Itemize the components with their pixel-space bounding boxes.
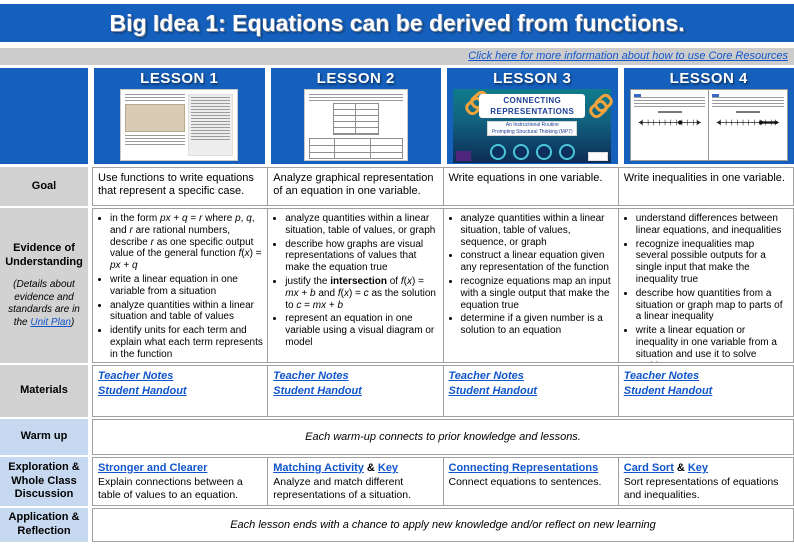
exploration-desc: Connect equations to sentences. xyxy=(449,476,613,489)
page-title: Big Idea 1: Equations can be derived fro… xyxy=(109,10,684,37)
evidence-bullet: write a linear equation in one variable … xyxy=(110,274,263,298)
lesson-3-column: LESSON 3 CONNECTING REPRESENTATIONS An I… xyxy=(447,68,618,164)
row-header-evidence: Evidence of Understanding (Details about… xyxy=(0,208,88,363)
lesson-1-header: LESSON 1 xyxy=(94,70,265,87)
exploration-lesson-4: Card Sort&Key Sort representations of eq… xyxy=(618,458,793,505)
teacher-notes-link-lesson-2[interactable]: Teacher Notes xyxy=(273,370,437,383)
publisher-logo xyxy=(456,151,471,161)
row-header-exploration: Exploration & Whole Class Discussion xyxy=(0,457,88,506)
stronger-and-clearer-link[interactable]: Stronger and Clearer xyxy=(98,462,207,474)
slide-title: CONNECTING REPRESENTATIONS xyxy=(479,94,585,118)
row-header-warmup: Warm up xyxy=(0,419,88,455)
evidence-bullet: analyze quantities within a linear situa… xyxy=(285,213,438,237)
teacher-notes-link-lesson-3[interactable]: Teacher Notes xyxy=(449,370,613,383)
evidence-lesson-4: understand differences between linear eq… xyxy=(618,209,793,362)
exploration-row: Exploration & Whole Class Discussion Str… xyxy=(0,457,794,506)
evidence-lesson-3: analyze quantities within a linear situa… xyxy=(443,209,618,362)
doc-preview xyxy=(125,94,184,156)
evidence-note: (Details about evidence and standards ar… xyxy=(2,279,86,329)
goal-lesson-1: Use functions to write equations that re… xyxy=(93,168,267,205)
matching-activity-link[interactable]: Matching Activity xyxy=(273,462,364,474)
core-resources-info-link[interactable]: Click here for more information about ho… xyxy=(468,50,788,62)
exploration-lesson-2: Matching Activity&Key Analyze and match … xyxy=(267,458,442,505)
evidence-bullet: describe how graphs are visual represent… xyxy=(285,239,438,274)
corner-block xyxy=(0,68,88,164)
row-header-goal: Goal xyxy=(0,167,88,206)
problem-panel-a xyxy=(631,90,710,160)
lesson-2-column: LESSON 2 xyxy=(271,68,442,164)
connecting-representations-link[interactable]: Connecting Representations xyxy=(449,462,599,474)
materials-lesson-2: Teacher Notes Student Handout xyxy=(267,366,442,416)
materials-lesson-3: Teacher Notes Student Handout xyxy=(443,366,618,416)
lesson-4-column: LESSON 4 xyxy=(624,68,794,164)
evidence-bullet: analyze quantities within a linear situa… xyxy=(110,300,263,324)
warmup-row: Warm up Each warm-up connects to prior k… xyxy=(0,419,794,455)
lesson-3-header: LESSON 3 xyxy=(447,70,618,87)
evidence-row: Evidence of Understanding (Details about… xyxy=(0,208,794,363)
evidence-bullet: in the form px + q = r where p, q, and r… xyxy=(110,213,263,272)
evidence-bullet: identify units for each term and explain… xyxy=(110,325,263,360)
problem-panel-b xyxy=(709,90,787,160)
goal-lesson-4: Write inequalities in one variable. xyxy=(618,168,793,205)
worksheet-image xyxy=(125,104,184,132)
goal-lesson-2: Analyze graphical representation of an e… xyxy=(267,168,442,205)
student-handout-link-lesson-4[interactable]: Student Handout xyxy=(624,385,788,398)
number-line-graphic xyxy=(634,115,706,130)
evidence-bullet: analyze quantities within a linear situa… xyxy=(461,213,614,248)
exploration-lesson-1: Stronger and Clearer Explain connections… xyxy=(93,458,267,505)
footer-logo xyxy=(588,152,608,161)
materials-row: Materials Teacher Notes Student Handout … xyxy=(0,365,794,417)
evidence-lesson-2: analyze quantities within a linear situa… xyxy=(267,209,442,362)
evidence-bullet: recognize equations map an input with a … xyxy=(461,276,614,311)
evidence-bullet: determine if a given number is a solutio… xyxy=(461,313,614,337)
exploration-lesson-3: Connecting Representations Connect equat… xyxy=(443,458,618,505)
row-header-materials: Materials xyxy=(0,365,88,417)
info-bar: Click here for more information about ho… xyxy=(0,48,794,65)
evidence-lesson-1: in the form px + q = r where p, q, and r… xyxy=(93,209,267,362)
evidence-bullet: justify the intersection of f(x) = mx + … xyxy=(285,276,438,311)
key-link[interactable]: Key xyxy=(688,462,708,474)
student-handout-link-lesson-3[interactable]: Student Handout xyxy=(449,385,613,398)
evidence-bullet: construct a linear equation given any re… xyxy=(461,250,614,274)
unit-plan-link[interactable]: Unit Plan xyxy=(30,317,71,328)
exploration-desc: Sort representations of equations and in… xyxy=(624,476,788,501)
lesson-2-thumbnail xyxy=(304,89,408,161)
lesson-1-column: LESSON 1 xyxy=(94,68,265,164)
title-bar: Big Idea 1: Equations can be derived fro… xyxy=(0,4,794,42)
materials-lesson-1: Teacher Notes Student Handout xyxy=(93,366,267,416)
lesson-4-header: LESSON 4 xyxy=(624,70,794,87)
materials-lesson-4: Teacher Notes Student Handout xyxy=(618,366,793,416)
row-header-application: Application & Reflection xyxy=(0,508,88,542)
evidence-bullet: recognize inequalities map several possi… xyxy=(636,239,789,286)
student-handout-link-lesson-2[interactable]: Student Handout xyxy=(273,385,437,398)
lesson-1-thumbnail xyxy=(120,89,238,161)
student-handout-link-lesson-1[interactable]: Student Handout xyxy=(98,385,262,398)
doc-sidebar xyxy=(188,94,234,156)
goal-row: Goal Use functions to write equations th… xyxy=(0,167,794,206)
values-table-graphic xyxy=(333,103,379,135)
lesson-2-header: LESSON 2 xyxy=(271,70,442,87)
application-row: Application & Reflection Each lesson end… xyxy=(0,508,794,542)
lesson-3-thumbnail: CONNECTING REPRESENTATIONS An Instructio… xyxy=(453,89,611,163)
slide-subtitle: An Instructional Routine Prompting Struc… xyxy=(487,121,577,136)
evidence-bullet: understand differences between linear eq… xyxy=(636,213,789,237)
lesson-header-row: LESSON 1 LESSON 2 LESSON 3 CONNECTING RE… xyxy=(0,68,794,164)
exploration-desc: Analyze and match different representati… xyxy=(273,476,437,501)
teacher-notes-link-lesson-4[interactable]: Teacher Notes xyxy=(624,370,788,383)
teacher-notes-link-lesson-1[interactable]: Teacher Notes xyxy=(98,370,262,383)
summary-table-graphic xyxy=(309,138,403,159)
application-text: Each lesson ends with a chance to apply … xyxy=(93,509,793,541)
evidence-bullet: describe how quantities from a situation… xyxy=(636,288,789,323)
goal-lesson-3: Write equations in one variable. xyxy=(443,168,618,205)
exploration-desc: Explain connections between a table of v… xyxy=(98,476,262,501)
number-line-graphic xyxy=(712,115,784,130)
evidence-bullet: write a linear equation or inequality in… xyxy=(636,325,789,362)
evidence-bullet: represent an equation in one variable us… xyxy=(285,313,438,348)
lesson-4-thumbnail xyxy=(630,89,788,161)
card-sort-link[interactable]: Card Sort xyxy=(624,462,674,474)
key-link[interactable]: Key xyxy=(378,462,398,474)
warmup-text: Each warm-up connects to prior knowledge… xyxy=(93,420,793,454)
